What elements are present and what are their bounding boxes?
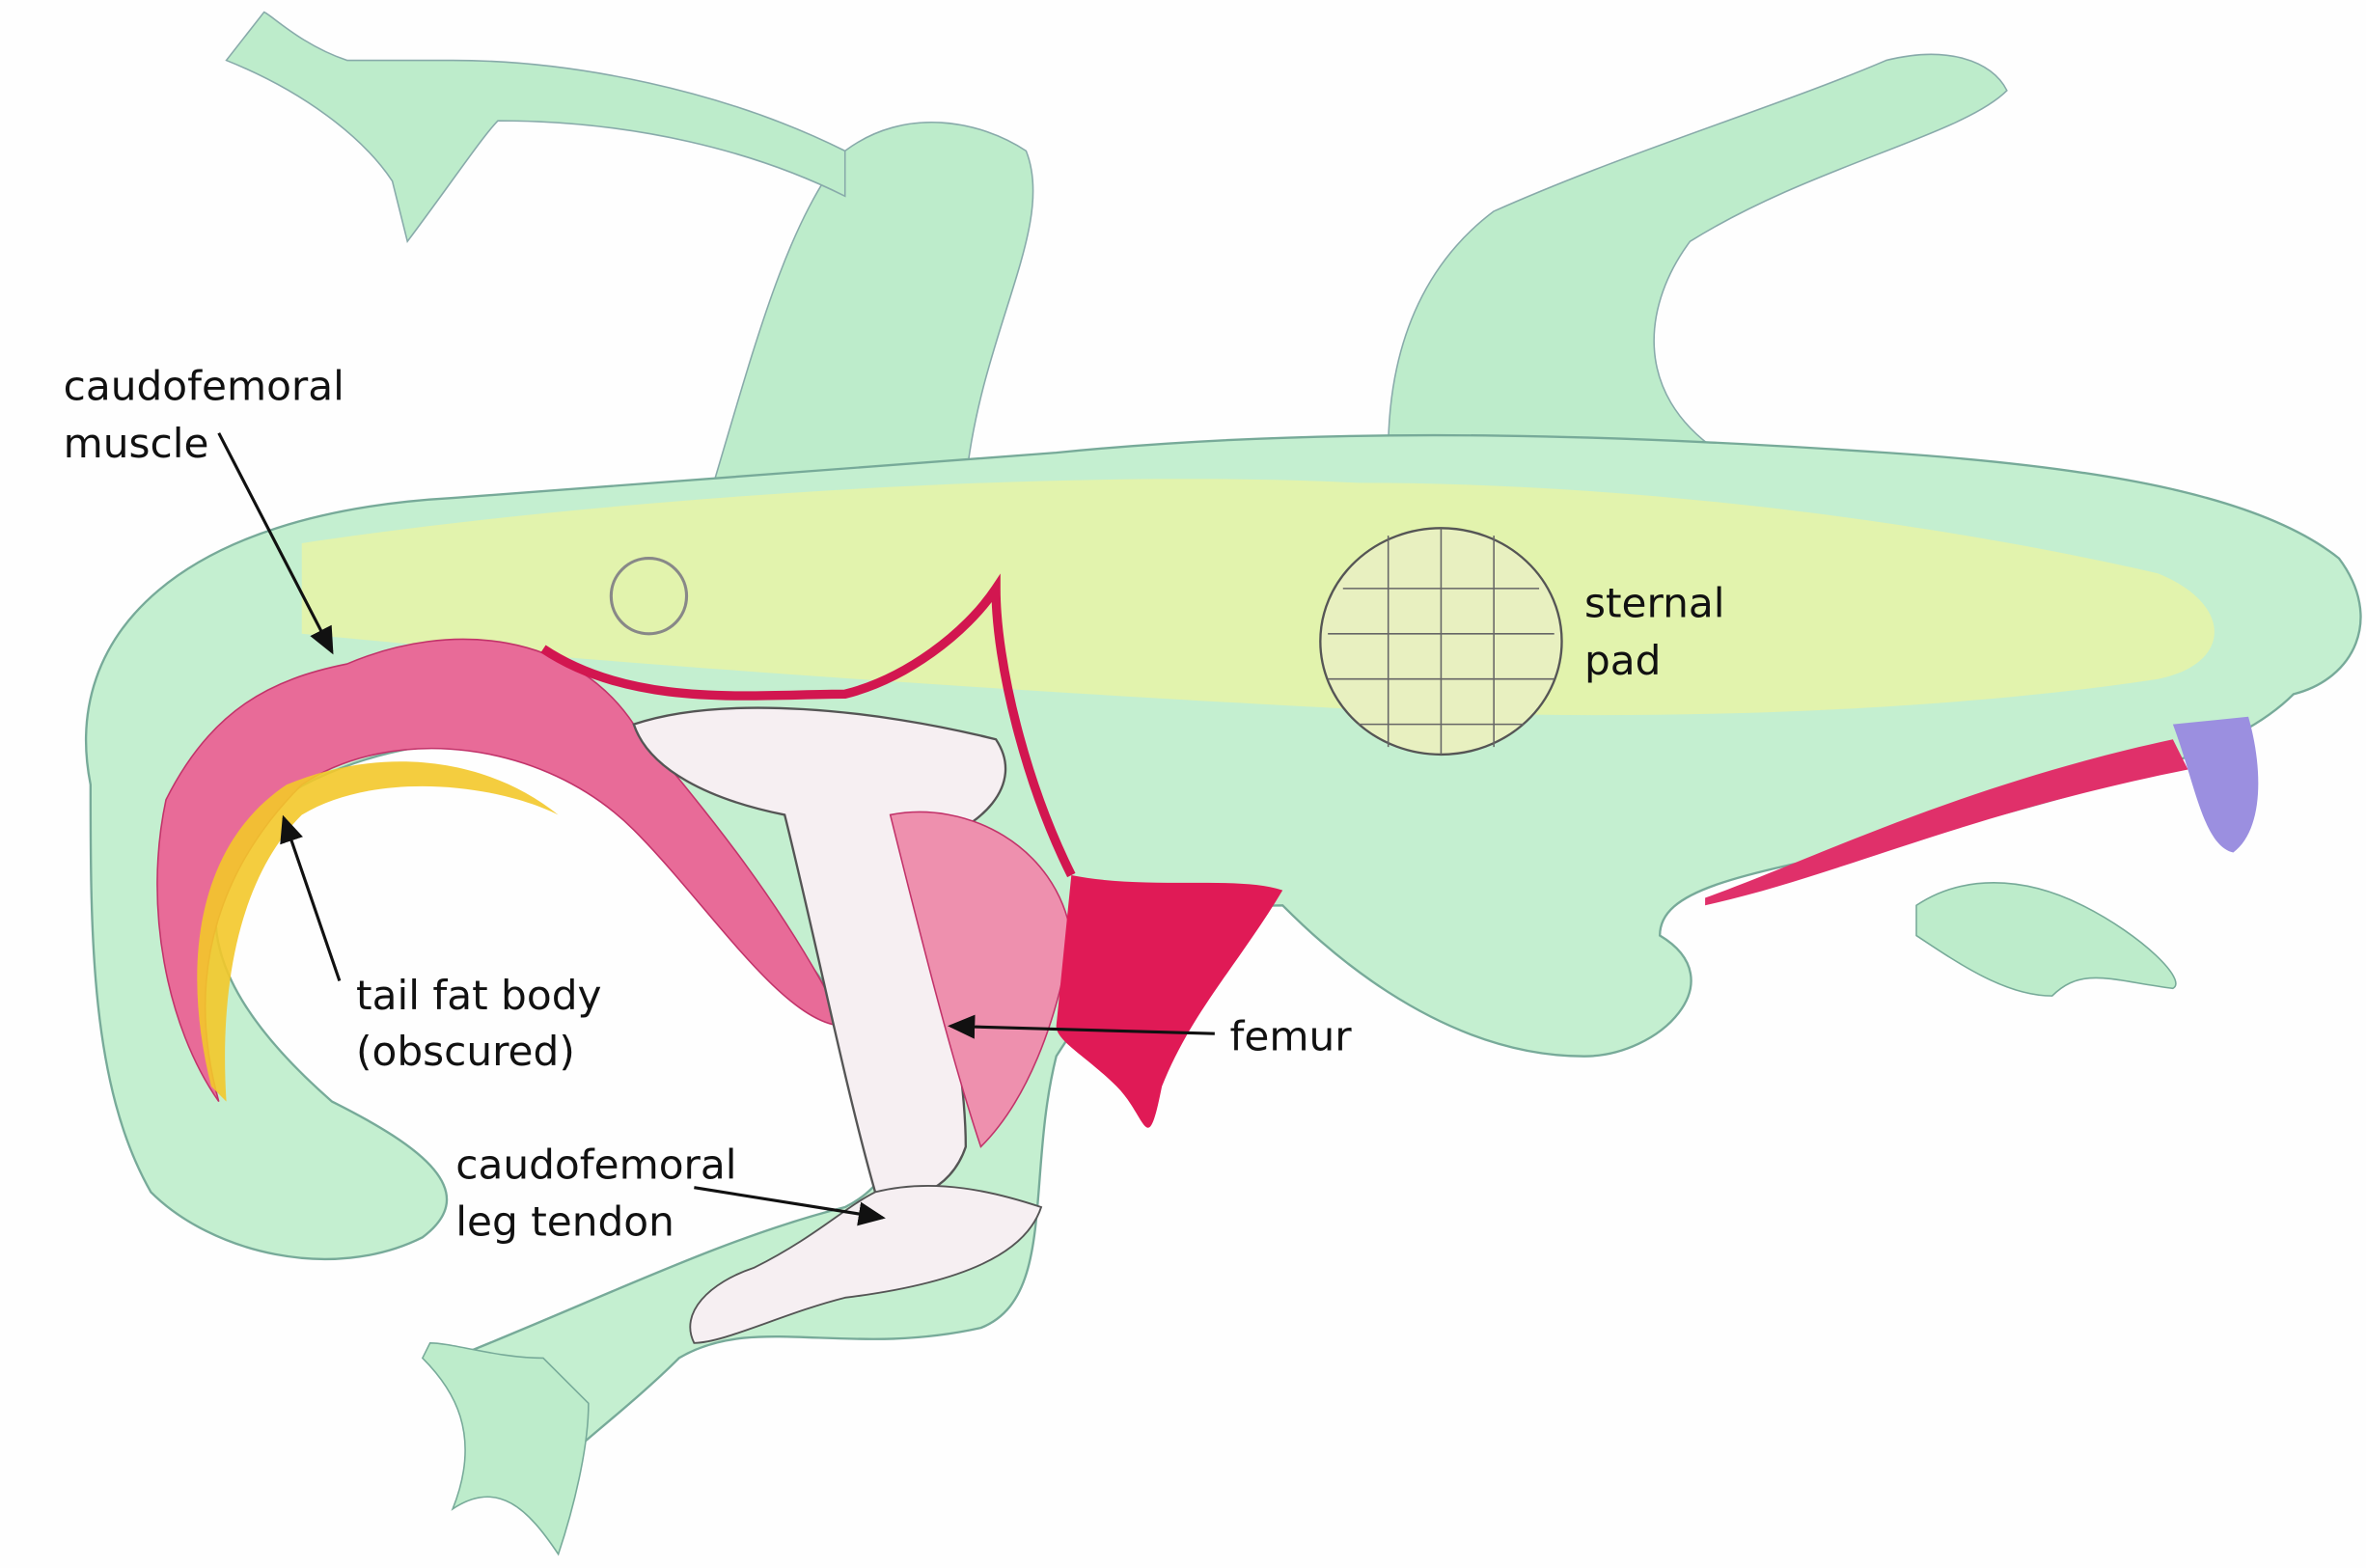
tongue — [2172, 716, 2259, 853]
tail-fat-body — [197, 761, 559, 1102]
arrow-tail-fat-body — [280, 814, 342, 981]
label-sternal-pad-line1: sternal — [1584, 580, 1725, 627]
hind-foot — [421, 1341, 590, 1556]
front-left-limb — [707, 122, 1034, 499]
label-femur: femur — [1229, 1012, 1352, 1059]
label-caudofemoral-muscle-line1: caudofemoral — [64, 362, 344, 409]
blood-vessel-line — [540, 573, 1076, 878]
sternal-pad-grid — [1328, 528, 1554, 755]
front-right-foot — [1915, 882, 2177, 997]
jaw-blood-vessels — [1705, 739, 2188, 906]
belly — [301, 479, 2215, 716]
blood-vessel-region — [1056, 875, 1283, 1128]
label-sternal-pad-line2: pad — [1584, 637, 1661, 684]
label-caudofemoral-muscle-line2: muscle — [64, 420, 209, 467]
lower-leg-bone — [689, 1184, 1043, 1344]
label-tail-fat-body-line1: tail fat body — [356, 972, 601, 1019]
front-left-forearm — [225, 11, 846, 243]
hip-joint — [609, 557, 689, 636]
arrow-femur — [948, 1014, 1215, 1039]
arrow-caudofemoral-muscle — [217, 432, 334, 655]
front-right-limb — [1387, 53, 2008, 454]
label-caudofemoral-leg-tendon-line1: caudofemoral — [455, 1141, 736, 1188]
label-tail-fat-body-line2: (obscured) — [356, 1028, 575, 1075]
hindlimb-muscle — [889, 811, 1073, 1148]
arrow-caudofemoral-leg-tendon — [694, 1186, 886, 1226]
label-caudofemoral-leg-tendon-line2: leg tendon — [455, 1198, 674, 1246]
